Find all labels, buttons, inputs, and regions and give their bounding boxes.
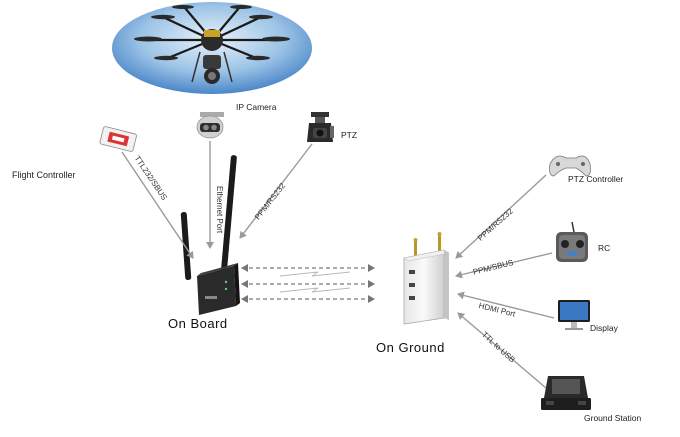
link-label-cam: Ethernet Port [215,186,224,234]
flight-controller-icon [99,126,137,152]
ground-station-label: Ground Station [584,413,642,423]
on-ground-label: On Ground [376,340,445,355]
rc-label: RC [598,243,611,253]
link-display-to-ground [457,291,555,319]
ptz-gimbal-icon [307,112,334,142]
signal-bolts [279,271,351,293]
link-fc-to-board [121,151,194,259]
link-gs-to-ground [457,312,547,389]
flight-controller-label: Flight Controller [12,170,76,180]
gamepad-icon [549,155,591,177]
ip-camera-icon [196,112,224,139]
display-label: Display [590,323,618,333]
ground-radio-icon [403,232,450,325]
airborne-radio-icon [180,155,240,315]
radio-links [241,264,375,303]
on-board-label: On Board [168,316,228,331]
link-ptzc-to-ground [455,174,547,259]
ground-station-case-icon [541,376,591,410]
link-ptz-to-board [239,143,313,239]
connector-lines [121,141,555,389]
monitor-icon [558,300,590,330]
remote-controller-icon [556,221,588,262]
drone-icon [112,2,312,94]
ptz-label: PTZ [341,130,358,140]
ip-camera-label: IP Camera [236,102,277,112]
ptz-controller-label: PTZ Controller [568,174,624,184]
link-rc-to-ground [455,252,553,279]
